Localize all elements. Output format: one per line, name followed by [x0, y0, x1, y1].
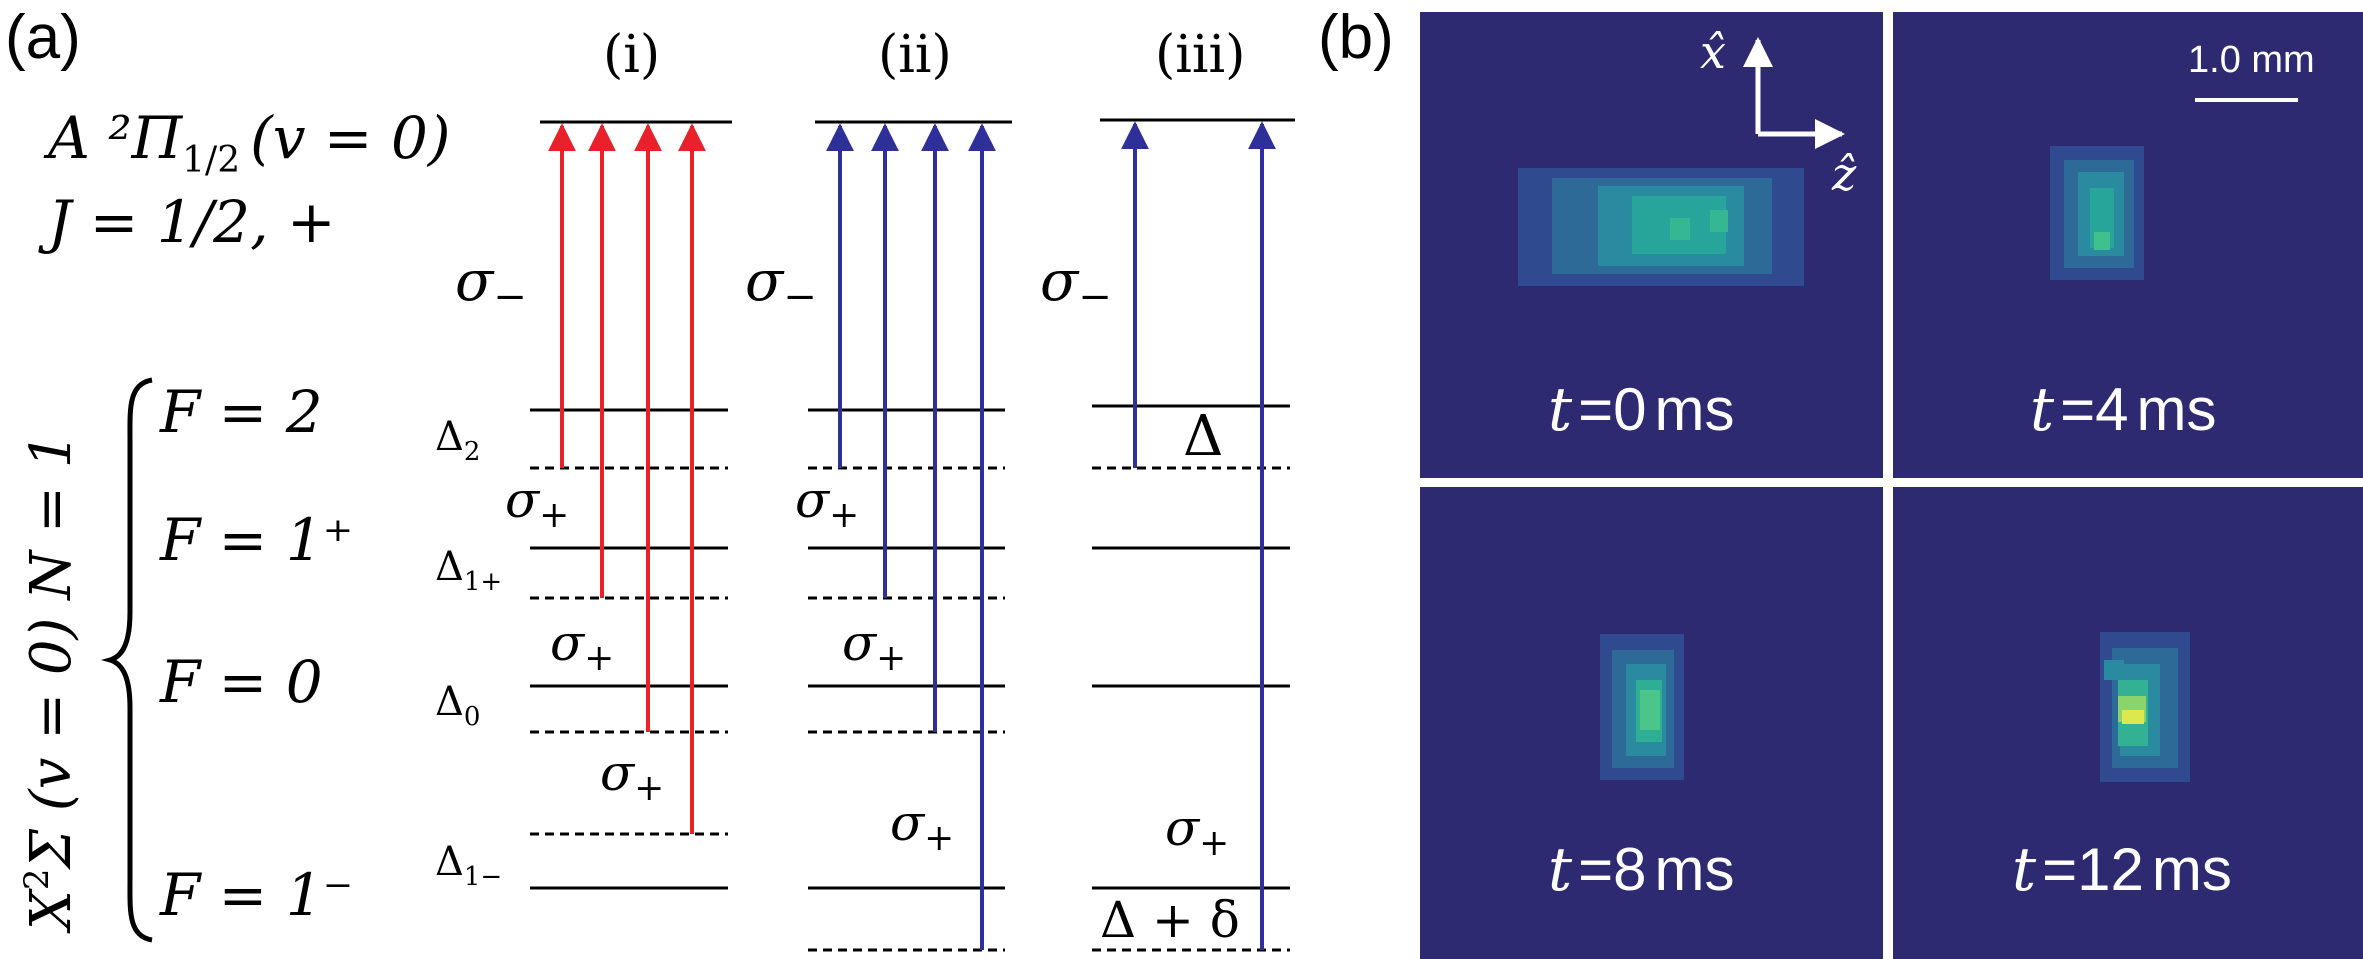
col-i-sigma-plus-2: σ+ — [550, 614, 614, 679]
panel-b-label: (b) — [1318, 3, 1394, 72]
excited-state-label: A ²Π1/2(v = 0) — [43, 104, 451, 181]
col-iii-sigma-minus: σ− — [1040, 249, 1112, 320]
delta-2-label: Δ2 — [435, 414, 480, 467]
col-ii-sigma-plus-3: σ+ — [890, 794, 954, 859]
delta-0-label: Δ0 — [435, 679, 480, 732]
cloud-t4 — [2050, 146, 2144, 280]
col-i-sigma-plus-1: σ+ — [505, 471, 569, 536]
axis-x-label: x̂ — [1700, 25, 1726, 79]
scale-bar-label: 1.0 mm — [2188, 39, 2315, 81]
col-iii-delta-plus-delta: Δ + δ — [1100, 891, 1240, 949]
ground-state-brace — [100, 377, 153, 943]
column-ii-arrows — [826, 123, 996, 950]
level-f2-label: F = 2 — [159, 378, 323, 446]
panel-a-label: (a) — [5, 3, 81, 72]
excited-state-j-label: J = 1/2, + — [38, 188, 336, 256]
level-f1minus-label: F = 1⁻ — [159, 861, 353, 929]
delta-1minus-label: Δ1− — [435, 839, 502, 892]
level-f0-label: F = 0 — [159, 648, 323, 716]
column-ii-label: (ii) — [878, 25, 952, 85]
col-iii-sigma-plus: σ+ — [1165, 799, 1229, 864]
cloud-t12 — [2100, 632, 2190, 782]
column-i-label: (i) — [603, 25, 660, 85]
col-i-sigma-minus: σ− — [455, 249, 527, 320]
axes-indicator — [1743, 37, 1845, 149]
cloud-t0 — [1518, 168, 1804, 286]
column-iii-arrows — [1121, 121, 1276, 950]
axis-z-label: ẑ — [1831, 147, 1857, 201]
col-ii-sigma-plus-2: σ+ — [842, 614, 906, 679]
cloud-t8 — [1600, 634, 1684, 780]
col-iii-delta: Δ — [1183, 404, 1223, 469]
column-iii-levels — [1092, 118, 1295, 952]
level-f1plus-label: F = 1⁺ — [159, 506, 353, 574]
col-ii-sigma-minus: σ− — [745, 249, 817, 320]
column-i-arrows — [548, 123, 706, 834]
col-ii-sigma-plus-1: σ+ — [795, 471, 859, 536]
column-iii-label: (iii) — [1155, 25, 1245, 85]
col-i-sigma-plus-3: σ+ — [600, 744, 664, 809]
image-grid — [1420, 12, 2363, 959]
delta-1plus-label: Δ1+ — [435, 544, 502, 597]
ground-state-label: X2Σ (v = 0) N = 1 — [17, 433, 84, 934]
